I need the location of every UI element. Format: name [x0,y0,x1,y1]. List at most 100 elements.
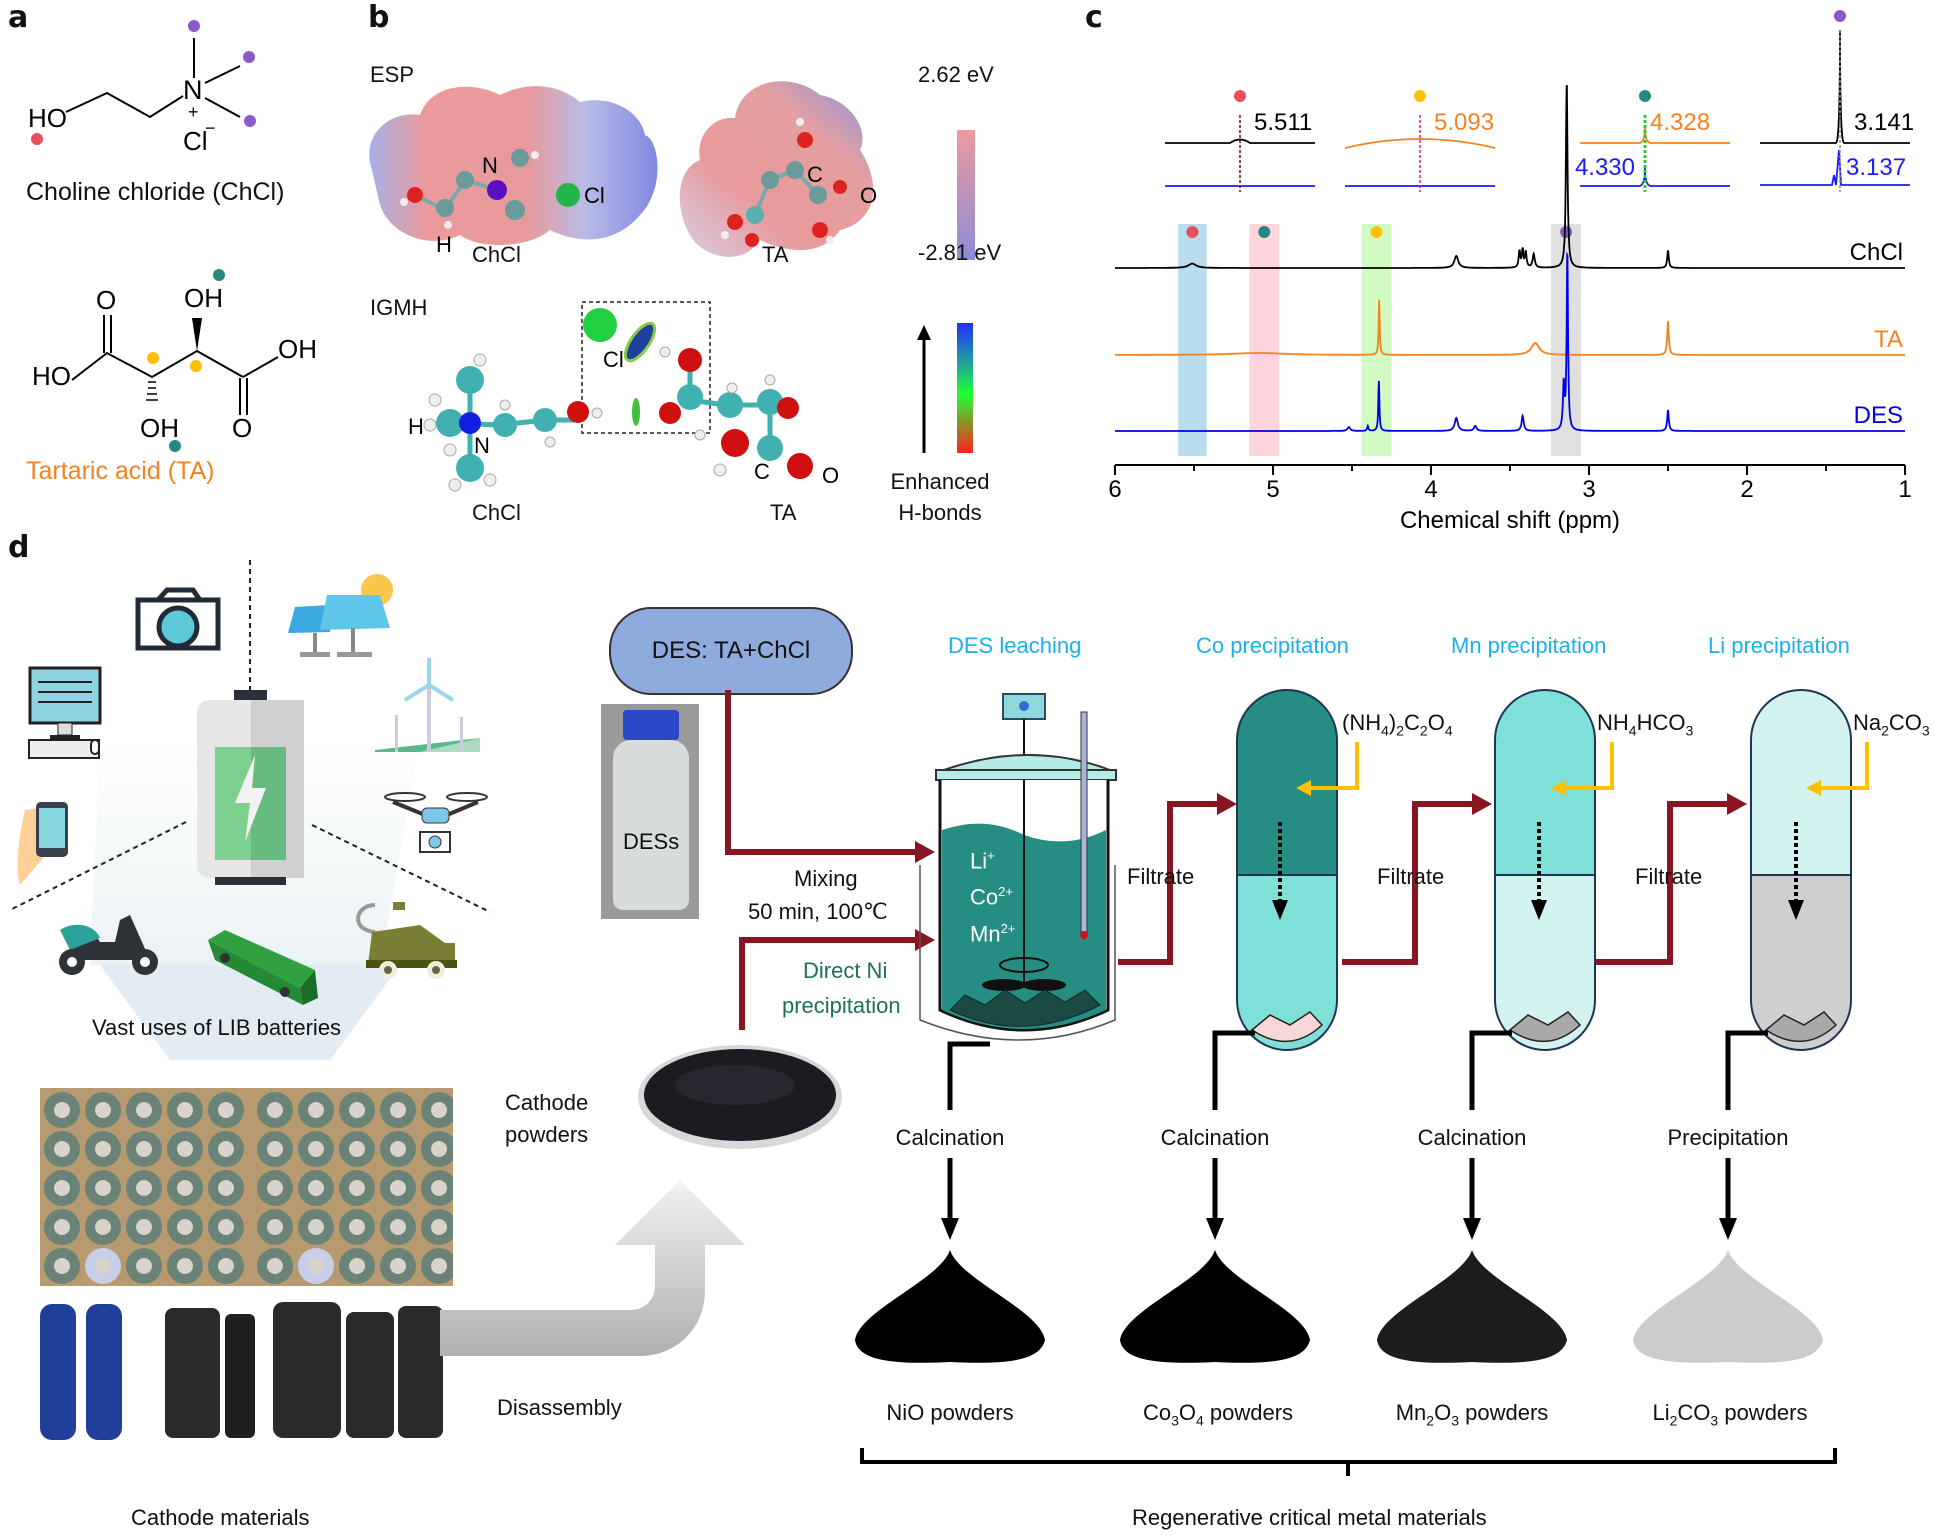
electric-car-icon [356,902,457,979]
inset-marker [1834,10,1846,22]
x-tick-label: 1 [1898,476,1911,503]
igmh-atom-o: O [822,463,839,488]
cathode-powders-label-1: Cathode [505,1090,589,1115]
cell-terminal [177,1141,193,1157]
flow-lines [725,690,1730,1030]
hbond-isosurface [623,321,657,363]
mixing-label: Mixing [794,866,858,891]
powder-pile [1120,1250,1310,1363]
cell-terminal [390,1180,406,1196]
cell-terminal [136,1141,152,1157]
product-li2co3: Li2CO3 powders [1652,1400,1808,1429]
cell-terminal [349,1258,365,1274]
cell-terminal [177,1102,193,1118]
atom-minus: − [205,118,216,138]
drone-icon [384,792,488,853]
cell-terminal [95,1141,111,1157]
marker-yellow [147,352,159,364]
powder-pile [1633,1250,1823,1363]
cell-terminal [95,1102,111,1118]
scooter-icon [59,915,158,975]
igmh-atom-cl: Cl [603,347,624,372]
x-tick-label: 2 [1740,476,1753,503]
mn-column [1494,689,1596,1051]
cell-terminal [95,1258,111,1274]
cell-terminal [431,1219,447,1235]
hbond-isosurface [632,398,640,426]
reagent-lines [1310,742,1869,790]
esp-title: ESP [370,62,415,87]
ion-mn: Mn2+ [970,920,1016,946]
bottle-body [613,740,689,910]
ion-co: Co2+ [970,884,1013,910]
cell-terminal [431,1258,447,1274]
esp-atom-c: C [807,162,823,187]
atom-o-bottom: O [232,413,252,443]
cell-terminal [177,1258,193,1274]
marker-yellow [190,360,202,372]
cell-terminal [308,1180,324,1196]
series-label-chcl: ChCl [1850,239,1903,266]
ion-li: Li+ [970,848,995,874]
cell-terminal [349,1219,365,1235]
cell-terminal [177,1180,193,1196]
cell-terminal [218,1141,234,1157]
cell-terminal [218,1258,234,1274]
inset-top-value: 5.511 [1254,109,1312,136]
panel-label-d: d [8,530,30,565]
filtrate-label-3: Filtrate [1635,864,1703,889]
step-label-3: Calcination [1417,1125,1527,1150]
marker-purple [188,20,200,32]
lib-uses-caption: Vast uses of LIB batteries [92,1015,342,1040]
product-powder-piles [855,1250,1823,1363]
cell-terminal [54,1141,70,1157]
x-tick-label: 3 [1582,476,1595,503]
series-label-des: DES [1854,402,1903,429]
reagent-mn: NH4HCO3 [1597,710,1694,739]
bracket-caption: Regenerative critical metal materials [1132,1505,1487,1530]
cell-terminal [177,1219,193,1235]
highlight-band [1361,224,1392,456]
inset-marker [1414,90,1426,102]
igmh-atom-n: N [474,433,490,458]
step-label-2: Calcination [1160,1125,1270,1150]
camera-icon [135,587,221,651]
cell-terminal [54,1219,70,1235]
cell-terminal [349,1141,365,1157]
esp-ta-surface [679,81,874,257]
cell-terminal [308,1219,324,1235]
esp-atom-o: O [860,183,877,208]
direct-ni-label-2: precipitation [782,993,901,1018]
marker-red [31,133,43,145]
cell-terminal [267,1141,283,1157]
des-bottle-label: DESs [623,829,680,854]
des-bottle-photo: DESs [601,704,699,919]
panel-label-b: b [368,0,390,35]
cell-terminal [95,1219,111,1235]
cell-terminal [308,1258,324,1274]
series-label-ta: TA [1874,326,1903,353]
esp-ta-label: TA [762,242,789,267]
igmh-atom-c: C [754,459,770,484]
product-mn2o3: Mn2O3 powders [1395,1400,1549,1429]
mixing-conditions: 50 min, 100℃ [748,899,888,924]
choline-chloride-name: Choline chloride (ChCl) [26,178,285,206]
cell-terminal [431,1102,447,1118]
cell-terminal [267,1102,283,1118]
powder-pile [1377,1250,1567,1363]
esp-atom-cl: Cl [584,183,605,208]
igmh-ta-label: TA [770,500,797,525]
cell-terminal [349,1180,365,1196]
disassembly-arrow [440,1180,745,1356]
band-marker [1186,226,1199,238]
lib-uses-illustration [9,560,491,1060]
esp-scale-max: 2.62 eV [918,62,994,87]
cell-terminal [390,1141,406,1157]
li-column [1750,689,1852,1051]
inset-bottom-value: 3.137 [1846,154,1906,181]
inset-bottom-value: 4.330 [1575,154,1635,181]
stage-title-co-precipitation: Co precipitation [1196,633,1349,658]
marker-teal [213,269,225,281]
filtrate-label-2: Filtrate [1377,864,1445,889]
marker-purple [243,51,255,63]
